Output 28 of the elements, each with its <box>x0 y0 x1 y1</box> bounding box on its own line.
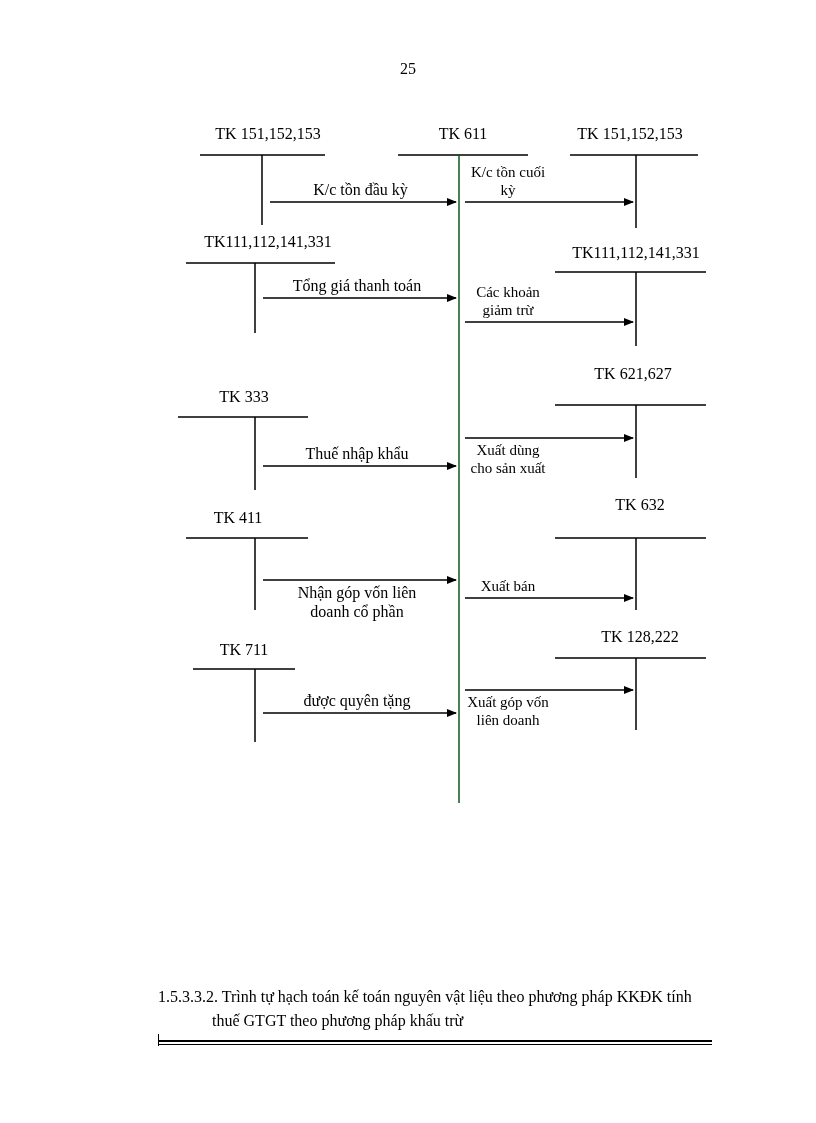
account-label: TK 621,627 <box>594 365 672 383</box>
t-account <box>555 365 708 478</box>
account-label: TK111,112,141,331 <box>572 244 700 262</box>
account-label: TK 411 <box>213 509 263 527</box>
section-heading: 1.5.3.3.2. Trình tự hạch toán kế toán nguyên vật liệu theo phương pháp KKĐK tính thuế GTGT theo phương pháp khấu trừ <box>158 987 693 1032</box>
edge-label: Thuế nhập khẩu <box>303 444 411 463</box>
arrow <box>464 434 634 442</box>
arrow <box>464 198 634 206</box>
account-label: TK 632 <box>615 496 665 514</box>
edge-label: K/c tồn đầu kỳ <box>311 180 410 199</box>
arrow <box>262 576 457 584</box>
arrow <box>464 594 634 602</box>
account-label: TK 711 <box>219 641 269 659</box>
arrow <box>262 462 457 470</box>
arrow <box>464 318 634 326</box>
arrow <box>262 709 457 717</box>
page-number: 25 <box>399 60 417 78</box>
account-label: TK 151,152,153 <box>577 125 683 143</box>
account-label: TK 128,222 <box>601 628 679 646</box>
edge-label: được quyên tặng <box>301 691 413 710</box>
account-label: TK111,112,141,331 <box>204 233 332 251</box>
account-label: TK 151,152,153 <box>215 125 321 143</box>
arrow <box>269 198 457 206</box>
arrow <box>464 686 634 694</box>
account-label: TK 611 <box>438 125 488 143</box>
arrow <box>262 294 457 302</box>
edge-label: Tổng giá thanh toán <box>290 276 424 295</box>
account-label: TK 333 <box>219 388 269 406</box>
